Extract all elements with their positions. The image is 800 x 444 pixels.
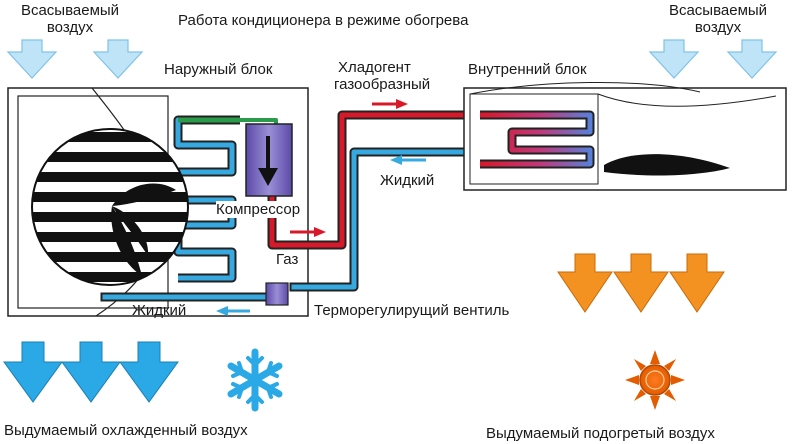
intake-arrows-left xyxy=(6,39,144,79)
valve-icon xyxy=(265,282,289,306)
indoor-unit-label: Внутренний блок xyxy=(468,61,587,78)
liquid-upper-label: Жидкий xyxy=(380,172,435,189)
intake-air-left-label: Всасываемый воздух xyxy=(10,2,130,36)
pipes xyxy=(100,110,485,302)
intake-air-left-line2: воздух xyxy=(46,19,94,36)
intake-air-right-label: Всасываемый воздух xyxy=(648,2,788,36)
cooled-air-label: Выдумаемый охлажденный воздух xyxy=(4,422,248,439)
intake-arrows-right xyxy=(648,39,778,79)
intake-air-right-line2: воздух xyxy=(694,19,742,36)
sun-icon xyxy=(625,350,685,410)
flow-arrows xyxy=(216,99,426,316)
diagram-title: Работа кондиционера в режиме обогрева xyxy=(178,12,469,29)
compressor-icon xyxy=(245,123,293,197)
heated-air-arrows xyxy=(557,253,725,313)
fan-icon xyxy=(31,128,189,286)
refrigerant-line1: Хладогент xyxy=(338,59,411,76)
liquid-lower-label: Жидкий xyxy=(132,302,187,319)
intake-air-left-line1: Всасываемый xyxy=(20,2,120,19)
compressor-label: Компрессор xyxy=(216,201,301,218)
gas-label: Газ xyxy=(276,251,299,268)
cooled-air-arrows xyxy=(3,341,179,403)
outdoor-unit-label: Наружный блок xyxy=(164,61,273,78)
intake-air-right-line1: Всасываемый xyxy=(668,2,768,19)
indoor-fan xyxy=(604,154,730,176)
refrigerant-line2: газообразный xyxy=(334,76,431,93)
expansion-valve-label: Терморегулирущий вентиль xyxy=(314,302,510,319)
heated-air-label: Выдумаемый подогретый воздух xyxy=(486,425,715,442)
snowflake-icon xyxy=(227,348,283,412)
outdoor-coil xyxy=(173,115,240,283)
indoor-unit xyxy=(463,81,787,191)
refrigerant-label: Хладогент газообразный xyxy=(334,59,430,93)
